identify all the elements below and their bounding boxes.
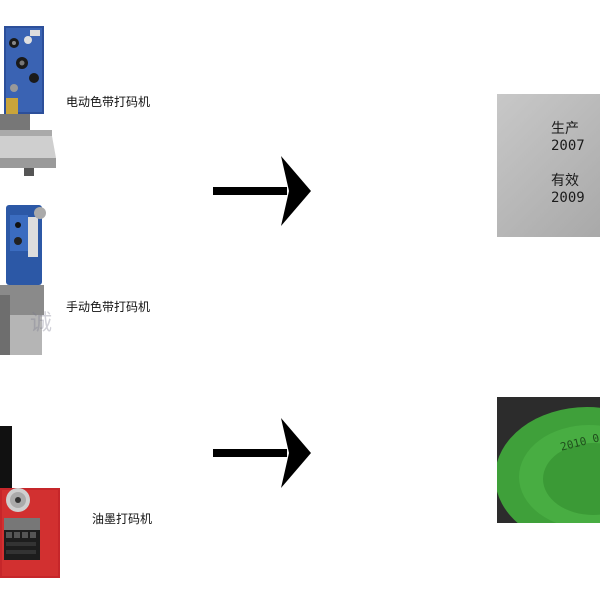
sample-text-expiry: 有效2009 <box>551 173 585 206</box>
ribbon-print-sample: 生产2007 有效2009 <box>497 94 600 237</box>
manual-ribbon-coder-image <box>0 195 60 360</box>
electric-ribbon-coder-image <box>0 18 60 180</box>
electric-ribbon-coder-label: 电动色带打码机 <box>66 95 151 109</box>
right-arrow-icon <box>213 156 313 226</box>
ink-coder-label: 油墨打码机 <box>92 512 153 526</box>
watermark-glyph: 诚 <box>30 311 53 336</box>
right-arrow-icon <box>213 418 313 488</box>
manual-ribbon-coder-label: 手动色带打码机 <box>66 300 151 314</box>
ink-coder-image <box>0 418 62 583</box>
sample-text-production: 生产2007 <box>551 121 585 154</box>
ink-print-sample: 2010 0 <box>497 397 600 523</box>
